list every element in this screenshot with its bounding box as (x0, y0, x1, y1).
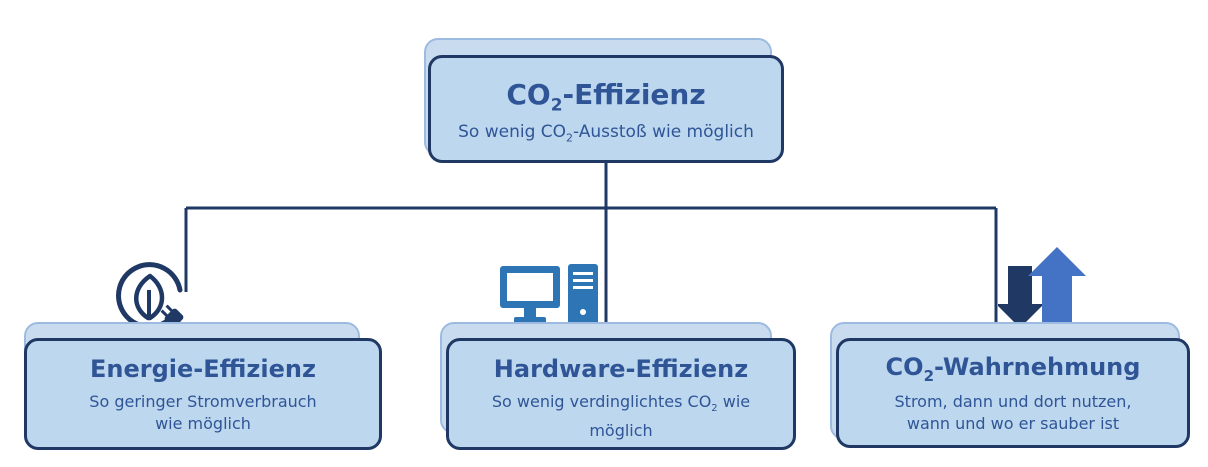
perception-line-2: wann und wo er sauber ist (906, 413, 1120, 433)
computer-icon (500, 264, 598, 326)
hardware-efficiency-card: Hardware-Effizienz So wenig verdinglicht… (446, 338, 796, 450)
hardware-line-2: möglich (589, 421, 653, 441)
energy-line-1: So geringer Stromverbrauch (89, 392, 317, 411)
root-title: CO2-Effizienz (506, 78, 706, 116)
co2-perception-card: CO2-Wahrnehmung Strom, dann und dort nut… (836, 338, 1190, 448)
energy-efficiency-card: Energie-Effizienz So geringer Stromverbr… (24, 338, 382, 450)
hardware-title: Hardware-Effizienz (493, 355, 749, 383)
perception-title: CO2-Wahrnehmung (885, 353, 1141, 385)
perception-line-1: Strom, dann und dort nutzen, (894, 391, 1132, 411)
energy-title: Energie-Effizienz (90, 355, 316, 383)
root-subtitle: So wenig CO2-Ausstoß wie möglich (458, 121, 754, 144)
hardware-line-1: So wenig verdinglichtes CO2 wie (491, 392, 751, 415)
energy-line-2: wie möglich (155, 414, 251, 433)
up-down-arrows-icon (998, 247, 1086, 328)
root-card: CO2-Effizienz So wenig CO2-Ausstoß wie m… (428, 55, 784, 163)
